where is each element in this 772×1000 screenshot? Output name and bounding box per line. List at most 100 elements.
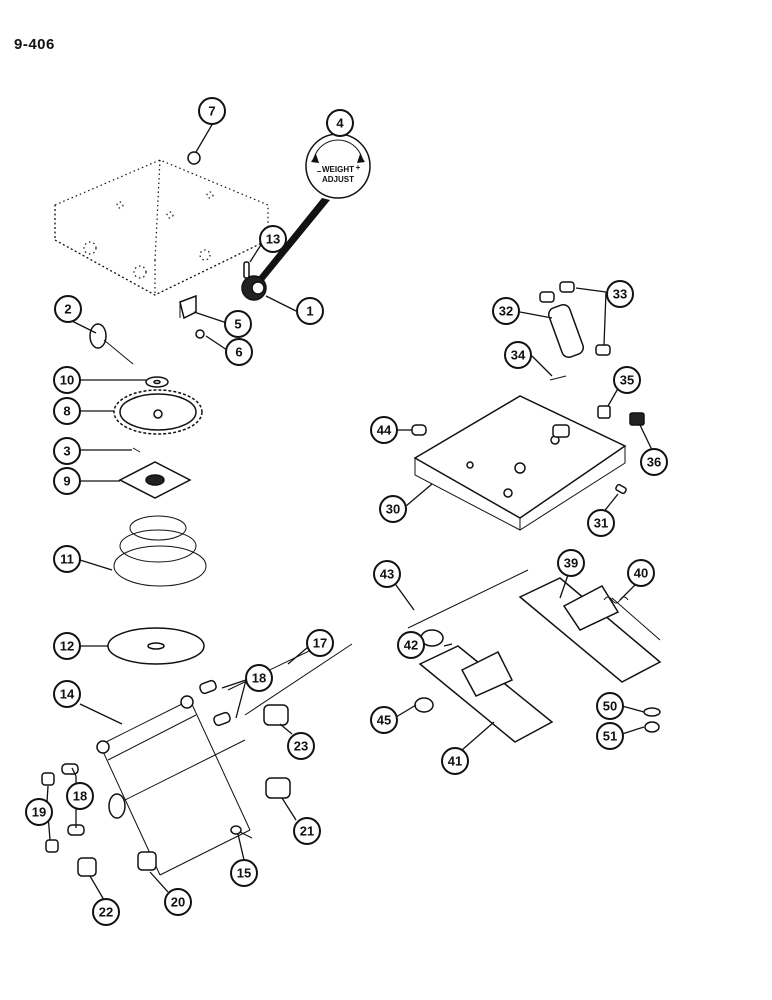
callout-label-45: 45 xyxy=(377,713,391,728)
callout-23: 23 xyxy=(287,732,315,760)
callout-12: 12 xyxy=(53,632,81,660)
callout-21: 21 xyxy=(293,817,321,845)
callout-34: 34 xyxy=(504,341,532,369)
cap-nut-top xyxy=(187,151,201,165)
callout-41: 41 xyxy=(441,747,469,775)
callout-20: 20 xyxy=(164,888,192,916)
block-36 xyxy=(629,412,645,426)
weight-adjust-dial: − + WEIGHT ADJUST xyxy=(305,133,371,199)
callout-11: 11 xyxy=(53,545,81,573)
callout-label-5: 5 xyxy=(234,317,241,332)
callout-label-42: 42 xyxy=(404,638,418,653)
callout-32: 32 xyxy=(492,297,520,325)
callout-label-35: 35 xyxy=(620,373,634,388)
callout-label-15: 15 xyxy=(237,866,251,881)
dial-pointer-wedge xyxy=(256,198,330,283)
callout-label-18-lower: 18 xyxy=(73,789,87,804)
nut-51 xyxy=(644,721,660,733)
callout-label-30: 30 xyxy=(386,502,400,517)
rod-43 xyxy=(407,569,529,629)
callout-label-3: 3 xyxy=(63,444,70,459)
bolt-34 xyxy=(549,375,567,381)
callout-6: 6 xyxy=(225,338,253,366)
bushings-18 xyxy=(199,679,231,727)
callout-5: 5 xyxy=(224,310,252,338)
callout-label-33: 33 xyxy=(613,287,627,302)
callout-label-21: 21 xyxy=(300,824,314,839)
callout-label-6: 6 xyxy=(235,345,242,360)
coil-spring xyxy=(113,515,207,587)
callout-label-18-upper: 18 xyxy=(252,671,266,686)
roll-pin xyxy=(132,447,141,453)
callout-17: 17 xyxy=(306,629,334,657)
screw-small xyxy=(195,329,205,339)
callout-13: 13 xyxy=(259,225,287,253)
nut-35 xyxy=(597,405,611,419)
callout-label-11: 11 xyxy=(60,552,74,567)
callout-label-8: 8 xyxy=(63,404,70,419)
nut-45 xyxy=(414,697,434,713)
callout-label-2: 2 xyxy=(64,302,71,317)
callout-label-32: 32 xyxy=(499,304,513,319)
callout-15: 15 xyxy=(230,859,258,887)
callout-label-36: 36 xyxy=(647,455,661,470)
washer xyxy=(145,376,169,388)
callout-18-upper: 18 xyxy=(245,664,273,692)
dial-plus: + xyxy=(356,163,361,172)
callout-label-44: 44 xyxy=(377,423,392,438)
callout-42: 42 xyxy=(397,631,425,659)
upper-slide-rail xyxy=(518,577,662,683)
roller-23 xyxy=(263,704,289,726)
callout-label-12: 12 xyxy=(60,639,74,654)
large-sprocket xyxy=(113,389,203,435)
callout-label-40: 40 xyxy=(634,566,648,581)
spring-40 xyxy=(603,596,629,604)
callout-label-50: 50 xyxy=(603,699,617,714)
callout-35: 35 xyxy=(613,366,641,394)
callout-50: 50 xyxy=(596,692,624,720)
leader-lines xyxy=(46,122,653,901)
callout-label-51: 51 xyxy=(603,729,617,744)
callout-label-19: 19 xyxy=(32,805,46,820)
callout-label-39: 39 xyxy=(564,556,578,571)
callout-10: 10 xyxy=(53,366,81,394)
page-number: 9-406 xyxy=(14,36,55,53)
lower-slide-rail xyxy=(418,645,554,743)
callout-40: 40 xyxy=(627,559,655,587)
callout-14: 14 xyxy=(53,680,81,708)
callout-30: 30 xyxy=(379,495,407,523)
callout-36: 36 xyxy=(640,448,668,476)
dial-label-line2: ADJUST xyxy=(322,175,354,184)
callout-51: 51 xyxy=(596,722,624,750)
callout-label-43: 43 xyxy=(380,567,394,582)
seat-top-plate-dotted xyxy=(54,159,269,296)
callout-label-7: 7 xyxy=(208,104,215,119)
callout-label-1: 1 xyxy=(306,304,313,319)
pin-31 xyxy=(615,483,627,495)
callout-label-14: 14 xyxy=(60,687,75,702)
callout-33: 33 xyxy=(606,280,634,308)
bracket xyxy=(179,294,197,320)
callout-1: 1 xyxy=(296,297,324,325)
shock-absorber xyxy=(545,292,585,358)
adjust-knob xyxy=(241,275,267,301)
scissor-frame xyxy=(96,695,251,876)
washer-50 xyxy=(643,707,661,717)
callout-44: 44 xyxy=(370,416,398,444)
callout-label-13: 13 xyxy=(266,232,280,247)
callout-4: 4 xyxy=(326,109,354,137)
threaded-shaft-gear xyxy=(89,323,134,365)
knob-pin xyxy=(243,261,250,279)
callout-19: 19 xyxy=(25,798,53,826)
callout-9: 9 xyxy=(53,467,81,495)
clip-15 xyxy=(230,825,253,839)
callout-label-23: 23 xyxy=(294,739,308,754)
callout-3: 3 xyxy=(53,437,81,465)
callout-label-41: 41 xyxy=(448,754,462,769)
dial-minus: − xyxy=(317,167,322,176)
roller-21 xyxy=(265,777,291,799)
spring-disc xyxy=(107,627,205,665)
shock-bushings-33 xyxy=(539,281,611,356)
callout-8: 8 xyxy=(53,397,81,425)
